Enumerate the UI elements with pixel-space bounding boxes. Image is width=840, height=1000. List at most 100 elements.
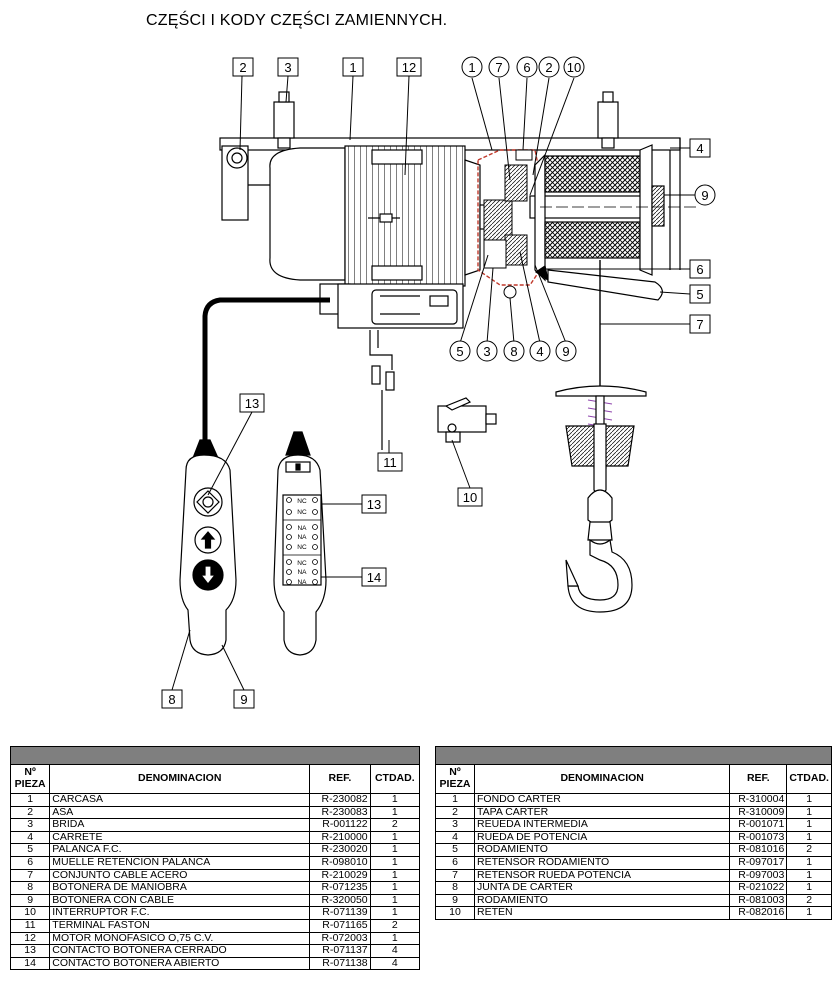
table-header-row: Nº PIEZA DENOMINACION REF. CTDAD. [9, 764, 421, 794]
part-ref-cell: R-097003 [729, 868, 788, 883]
part-number-cell: 10 [9, 906, 51, 920]
part-qty-cell: 2 [369, 818, 421, 832]
callout-label: 6 [523, 60, 530, 75]
terminal-faston [369, 330, 395, 450]
part-ref-cell: R-230082 [309, 793, 371, 807]
part-number-cell: 3 [435, 818, 475, 832]
part-name-cell: MUELLE RETENCION PALANCA [49, 855, 311, 870]
part-name-cell: CONTACTO BOTONERA CERRADO [49, 944, 311, 958]
contact-label: NA [297, 579, 307, 586]
contact-label: NC [297, 560, 307, 567]
part-ref-cell: R-021022 [729, 881, 788, 895]
callout-label: 13 [245, 396, 259, 411]
part-number-cell: 11 [9, 918, 51, 933]
part-name-cell: BOTONERA CON CABLE [49, 893, 311, 908]
part-number-cell: 1 [435, 793, 475, 807]
part-name-cell: RODAMIENTO [473, 893, 731, 908]
part-qty-cell: 1 [786, 818, 832, 832]
part-ref-cell: R-097017 [729, 855, 788, 870]
part-number-cell: 6 [435, 855, 475, 870]
part-qty-cell: 1 [786, 855, 832, 870]
contact-label: NA [297, 534, 307, 541]
part-number-cell: 14 [9, 956, 51, 971]
part-name-cell: RETENSOR RUEDA POTENCIA [473, 868, 731, 883]
part-qty-cell: 1 [369, 881, 421, 895]
callout-label: 11 [383, 455, 397, 470]
part-ref-cell: R-230020 [309, 843, 371, 857]
part-qty-cell: 1 [786, 906, 832, 920]
part-qty-cell: 1 [786, 868, 832, 883]
callout-label: 9 [240, 692, 247, 707]
part-qty-cell: 4 [369, 944, 421, 958]
part-name-cell: RODAMIENTO [473, 843, 731, 857]
part-qty-cell: 1 [369, 931, 421, 946]
callout-label: 7 [696, 317, 703, 332]
part-number-cell: 9 [9, 893, 51, 908]
part-ref-cell: R-001071 [729, 818, 788, 832]
botonera-front [179, 439, 237, 656]
part-number-cell: 2 [9, 805, 51, 820]
part-number-cell: 5 [9, 843, 51, 857]
part-qty-cell: 1 [786, 830, 832, 845]
part-name-cell: REUEDA INTERMEDIA [473, 818, 731, 832]
part-number-cell: 13 [9, 944, 51, 958]
switch-box [319, 283, 464, 329]
botonera-open: NC NC NA NA NC NC NA NA [273, 431, 327, 656]
part-name-cell: CONJUNTO CABLE ACERO [49, 868, 311, 883]
callout-label: 5 [696, 287, 703, 302]
part-qty-cell: 2 [786, 893, 832, 908]
callout-label: 2 [239, 60, 246, 75]
part-qty-cell: 2 [786, 843, 832, 857]
part-ref-cell: R-001122 [309, 818, 371, 832]
part-number-cell: 9 [435, 893, 475, 908]
part-name-cell: TERMINAL FASTON [49, 918, 311, 933]
callout-label: 8 [510, 344, 517, 359]
col-header-qty: CTDAD. [786, 764, 832, 794]
part-ref-cell: R-098010 [309, 855, 371, 870]
part-name-cell: CONTACTO BOTONERA ABIERTO [49, 956, 311, 971]
interruptor-fc [437, 397, 497, 443]
part-ref-cell: R-001073 [729, 830, 788, 845]
callout-label: 9 [562, 344, 569, 359]
part-ref-cell: R-320050 [309, 893, 371, 908]
callout-label: 4 [696, 141, 703, 156]
part-name-cell: ASA [49, 805, 311, 820]
part-ref-cell: R-081003 [729, 893, 788, 908]
callout-label: 7 [495, 60, 502, 75]
col-header-qty: CTDAD. [369, 764, 421, 794]
callout-label: 8 [168, 692, 175, 707]
part-name-cell: CARCASA [49, 793, 311, 807]
part-name-cell: RETEN [473, 906, 731, 920]
part-name-cell: RETENSOR RODAMIENTO [473, 855, 731, 870]
part-qty-cell: 1 [369, 843, 421, 857]
part-name-cell: TAPA CARTER [473, 805, 731, 820]
callout-label: 12 [402, 60, 416, 75]
leader-lines [171, 75, 695, 691]
part-ref-cell: R-230083 [309, 805, 371, 820]
contact-label: NA [297, 569, 307, 576]
contact-label: NC [297, 498, 307, 505]
callouts: 2 3 1 12 1 7 6 2 10 4 9 6 5 7 5 3 8 4 9 … [161, 56, 716, 709]
col-header-name: DENOMINACION [473, 764, 731, 794]
callout-label: 3 [284, 60, 291, 75]
part-qty-cell: 2 [369, 918, 421, 933]
part-qty-cell: 1 [369, 868, 421, 883]
part-number-cell: 8 [435, 881, 475, 895]
part-number-cell: 4 [435, 830, 475, 845]
part-number-cell: 10 [435, 906, 475, 920]
carrete [529, 144, 700, 282]
part-name-cell: FONDO CARTER [473, 793, 731, 807]
table-header-row: Nº PIEZA DENOMINACION REF. CTDAD. [435, 764, 832, 794]
